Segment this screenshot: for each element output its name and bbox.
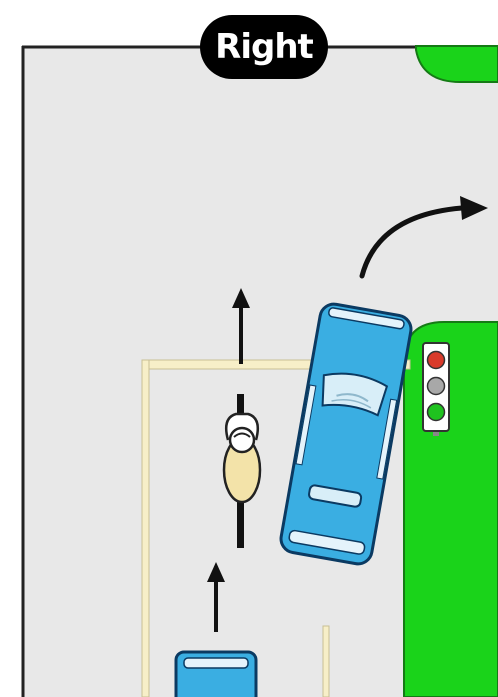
- green-lamp: [428, 404, 445, 421]
- title-badge: Right: [200, 15, 328, 79]
- bike-lane-line-right: [323, 626, 329, 697]
- rear-vehicle: [176, 652, 256, 697]
- off-lamp: [428, 378, 445, 395]
- red-lamp: [428, 352, 445, 369]
- cyclist-helmet: [230, 428, 254, 452]
- bike-lane-line-left: [142, 360, 149, 697]
- title-text: Right: [215, 27, 313, 67]
- grass-right: [404, 322, 498, 697]
- traffic-light: [423, 343, 449, 436]
